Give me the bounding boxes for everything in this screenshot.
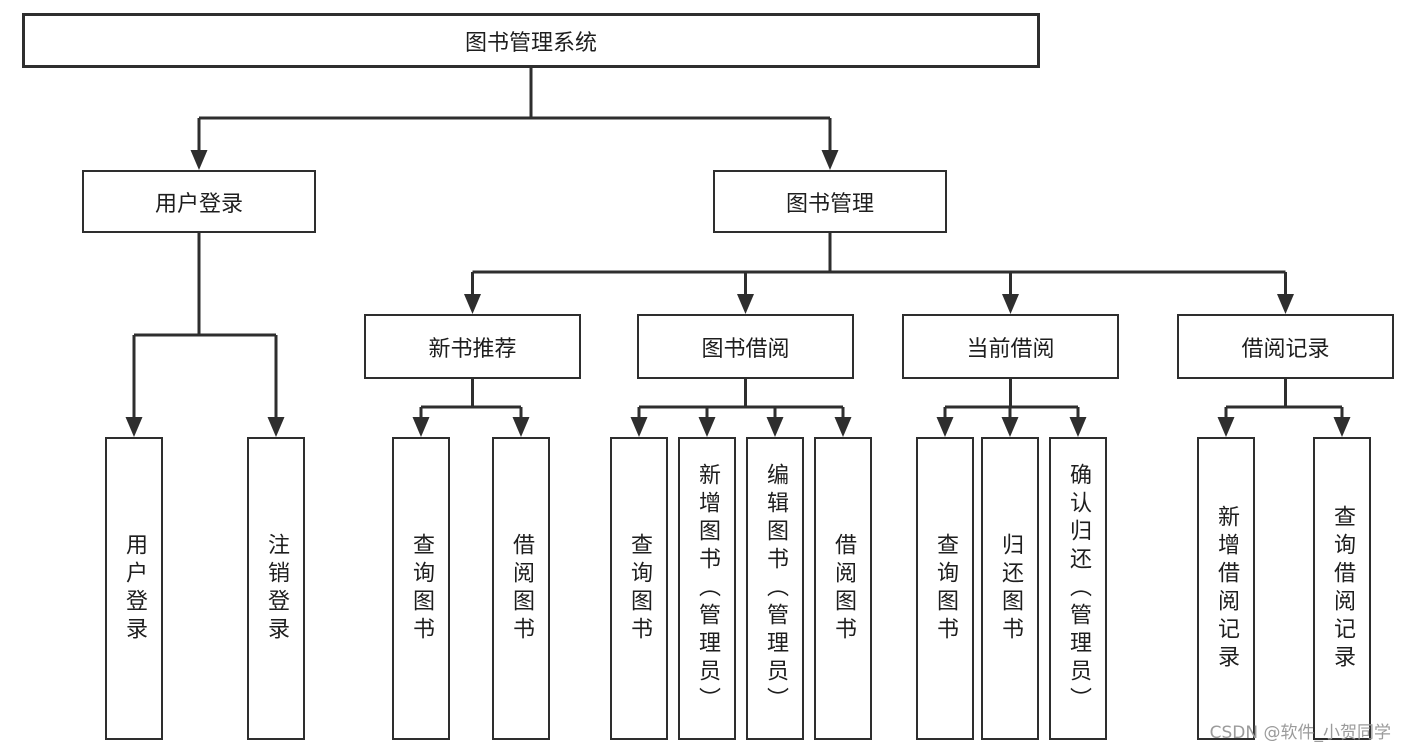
connector-borrow-records-split [1217, 379, 1351, 437]
node-label: 用户登录 [154, 191, 243, 217]
connector-user-login-split [125, 233, 285, 437]
node-label: 用户登录 [122, 532, 147, 645]
node-new-book-recommend: 新书推荐 [364, 314, 581, 379]
node-label: 注销登录 [264, 532, 289, 645]
node-label: 查询图书 [933, 532, 958, 645]
node-borrow-records: 借阅记录 [1177, 314, 1394, 379]
node-label: 归还图书 [998, 532, 1023, 645]
leaf-recommend-borrow-books: 借阅图书 [492, 437, 550, 740]
node-label: 图书管理系统 [464, 30, 597, 56]
leaf-return-books: 归还图书 [981, 437, 1039, 740]
leaf-user-login: 用户登录 [105, 437, 163, 740]
leaf-recommend-query-books: 查询图书 [392, 437, 450, 740]
leaf-add-books-admin: 新增图书（管理员） [678, 437, 736, 740]
connector-current-borrow-split [936, 379, 1087, 437]
connector-new-book-split [412, 379, 530, 437]
leaf-confirm-return-admin: 确认归还（管理员） [1049, 437, 1107, 740]
leaf-borrow-books: 借阅图书 [814, 437, 872, 740]
connector-book-borrow-split [630, 379, 852, 437]
node-label: 查询借阅记录 [1330, 504, 1355, 673]
connector-book-management-split [464, 233, 1294, 314]
leaf-query-borrow-record: 查询借阅记录 [1313, 437, 1371, 740]
node-label: 查询图书 [627, 532, 652, 645]
leaf-current-query-books: 查询图书 [916, 437, 974, 740]
node-book-borrow: 图书借阅 [637, 314, 854, 379]
leaf-edit-books-admin: 编辑图书（管理员） [746, 437, 804, 740]
node-label: 借阅图书 [831, 532, 856, 645]
node-label: 图书管理 [785, 191, 874, 217]
node-label: 借阅图书 [509, 532, 534, 645]
node-label: 新增图书（管理员） [695, 462, 720, 715]
node-library-management-system: 图书管理系统 [22, 13, 1040, 68]
node-label: 查询图书 [409, 532, 434, 645]
node-user-login: 用户登录 [82, 170, 316, 233]
node-label: 新增借阅记录 [1214, 504, 1239, 673]
node-label: 借阅记录 [1241, 336, 1330, 362]
connector-root-to-level2 [190, 68, 839, 170]
node-current-borrow: 当前借阅 [902, 314, 1119, 379]
node-label: 确认归还（管理员） [1066, 462, 1091, 715]
node-label: 编辑图书（管理员） [763, 462, 788, 715]
leaf-logout: 注销登录 [247, 437, 305, 740]
leaf-borrow-query-books: 查询图书 [610, 437, 668, 740]
leaf-add-borrow-record: 新增借阅记录 [1197, 437, 1255, 740]
node-label: 新书推荐 [428, 336, 517, 362]
node-label: 当前借阅 [966, 336, 1055, 362]
node-book-management: 图书管理 [713, 170, 947, 233]
csdn-watermark: CSDN @软件_小贺同学 [1209, 723, 1391, 743]
node-label: 图书借阅 [701, 336, 790, 362]
